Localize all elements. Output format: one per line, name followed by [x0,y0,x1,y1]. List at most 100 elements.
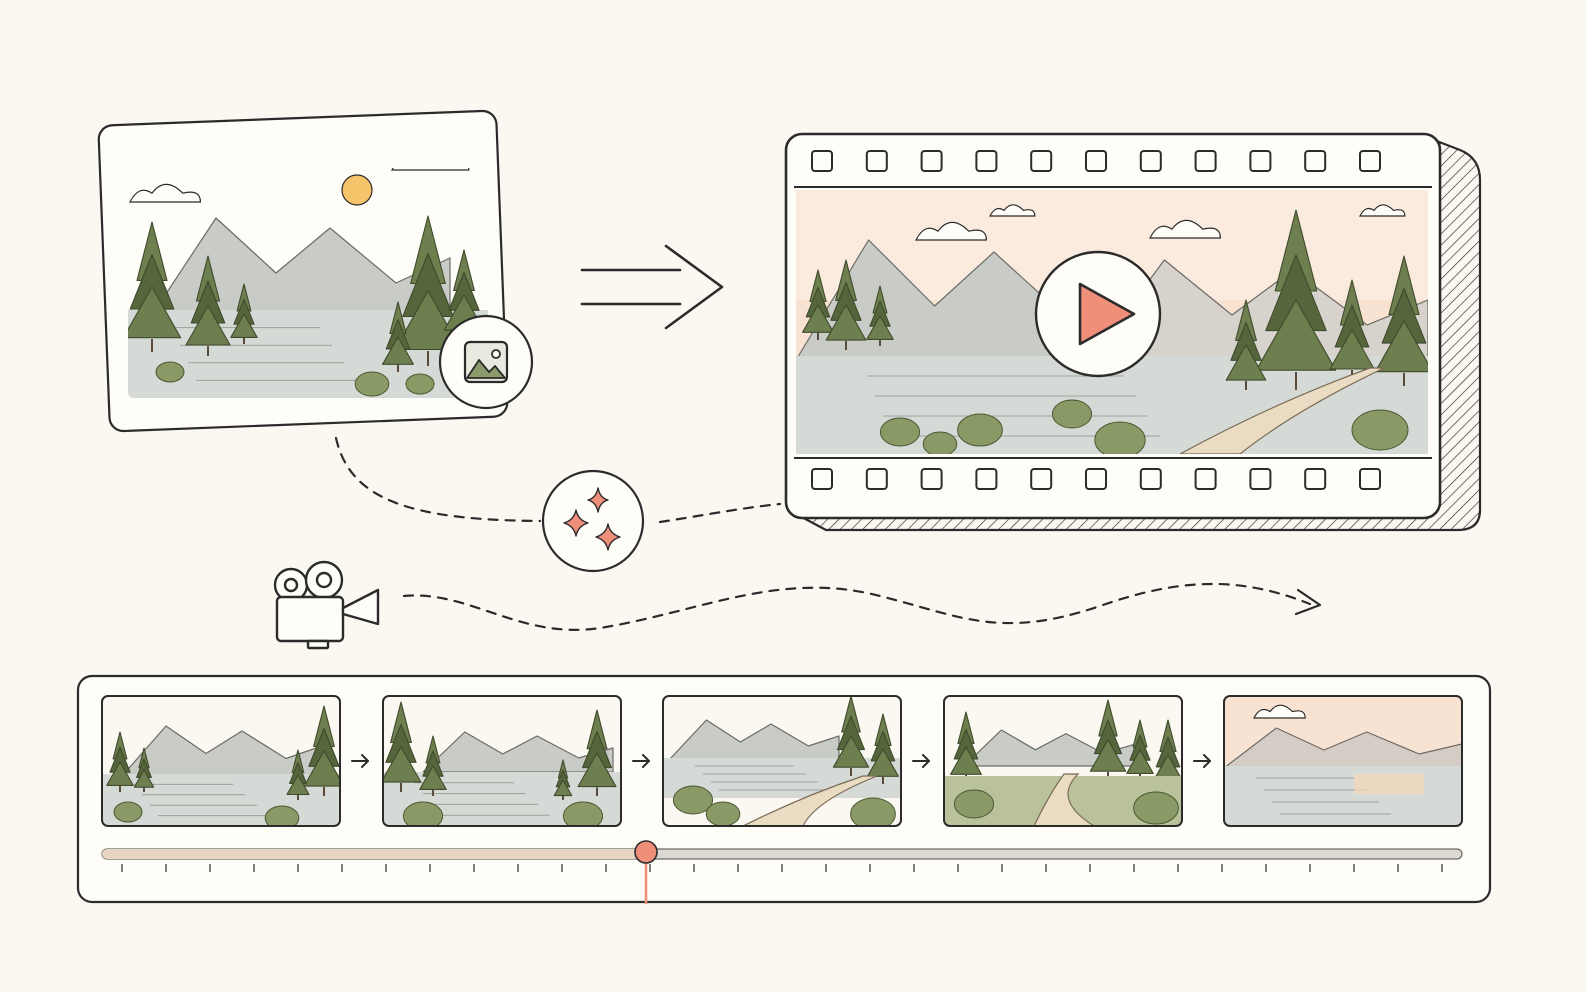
motion-path-arrowhead [1294,588,1322,616]
ai-transform-badge [541,469,645,573]
bush [1351,409,1409,451]
bush [705,801,741,826]
sprocket-hole [811,468,833,490]
sprocket-hole [1304,150,1327,172]
sprocket-hole [1139,468,1162,490]
camera-motion-path [402,582,1312,631]
bush [957,413,1003,447]
frame-scene-pines-lake-rocks [383,696,621,826]
play-button[interactable] [1034,250,1162,378]
pine-tree [1329,279,1375,380]
pine-tree [106,731,134,792]
sprocket-holes-bottom [811,468,1381,490]
sprocket-hole [1194,150,1217,172]
sprocket-hole [1249,150,1272,172]
source-image-badge [438,314,534,410]
double-arrow-right [580,244,724,330]
frame-arrow [632,754,650,768]
frame-scene-lake-path-forest [663,696,901,826]
pine-tree [1225,299,1267,390]
frame-arrow [1193,754,1211,768]
bush [879,417,921,447]
pine-tree [802,269,834,340]
sprocket-hole [1085,468,1107,490]
timeline-frame[interactable] [662,695,902,830]
frame-border [943,695,1183,827]
sprocket-hole [1359,150,1381,172]
bush [155,361,185,383]
pine-tree [128,221,182,352]
frame-border [662,695,902,827]
bush [113,801,143,823]
bush [1133,791,1179,825]
pine-tree [1089,699,1127,780]
timeline-frame[interactable] [101,695,344,830]
frame-border [101,695,341,827]
pine-tree [867,713,899,784]
pine-tree [1126,719,1154,780]
sprocket-hole [1249,468,1272,490]
sprocket-hole [1304,468,1327,490]
timeline-frame[interactable] [1223,695,1463,827]
cloud [1149,219,1222,239]
sun [341,174,373,206]
transform-connector [334,436,782,524]
cloud [989,204,1036,217]
sprocket-hole [1359,468,1381,490]
cloud [915,221,988,241]
sparkles-icon [563,487,621,551]
frame-border [1223,695,1463,827]
sprocket-hole [920,150,943,172]
pine-tree [553,759,573,800]
sprocket-hole [865,150,888,172]
source-photo-scene [128,168,488,398]
timeline-frames [101,695,1463,830]
mountain-range [668,719,840,761]
mountain-range [422,731,614,773]
play-icon [1078,282,1136,346]
pine-tree [133,747,155,792]
dirt-path [742,775,878,826]
sprocket-hole [1085,150,1107,172]
dirt-path [1033,773,1097,826]
pine-tree [866,285,894,346]
bush [953,789,995,819]
mountain-range [1224,727,1462,769]
sprocket-hole [1139,150,1162,172]
bush [402,801,444,826]
timeline-scrubber[interactable] [101,840,1463,904]
bush [354,371,390,397]
cloud [129,183,202,203]
frame-border [382,695,622,827]
pine-tree [394,215,462,366]
sprocket-hole [1030,468,1053,490]
pine-tree [286,749,310,800]
bush [672,785,714,815]
timeline-panel [76,674,1492,904]
bush [264,805,300,826]
frame-scene-lake-mountains-pines [102,696,340,826]
pine-tree [1374,255,1428,386]
pine-tree [825,259,867,350]
image-icon [463,340,509,384]
timeline-frame[interactable] [381,695,622,830]
pine-tree [382,301,414,372]
sprocket-hole [1030,150,1053,172]
pine-tree [577,709,617,796]
movie-camera-icon [273,560,380,650]
output-video-filmstrip [784,132,1482,532]
scrubber-progress [102,849,646,859]
sprocket-hole [1194,468,1217,490]
bush [922,431,958,454]
pine-tree [1255,209,1337,390]
bush [405,373,435,395]
pine-tree [303,705,340,796]
sprocket-hole [865,468,888,490]
pine-tree [383,701,422,792]
bush [850,797,896,826]
source-photo-card [97,109,534,433]
sprocket-holes-top [811,150,1381,172]
playhead-handle[interactable] [634,840,658,864]
timeline-frame[interactable] [943,695,1183,827]
frame-scene-sunset-lake [1224,696,1462,826]
